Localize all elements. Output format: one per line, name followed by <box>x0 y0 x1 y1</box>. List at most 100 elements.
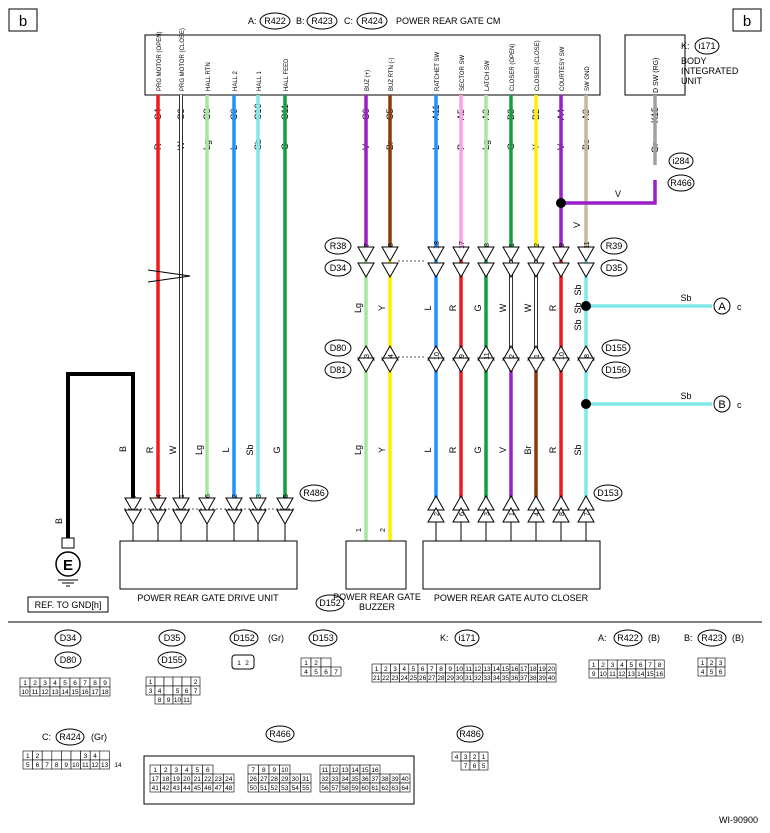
face-i171-num: 16 <box>511 666 519 673</box>
face-d35-num: 2 <box>194 679 198 686</box>
label-sb-2: Sb <box>573 319 583 330</box>
face-r422-num: 4 <box>620 662 624 669</box>
cm-pin-label-6: BUZ (+) <box>365 70 371 91</box>
face-r486-label: R486 <box>459 729 481 739</box>
face-r466-b-num: 27 <box>260 776 268 783</box>
conn-d34-pin-7 <box>552 262 570 279</box>
conn-r38-pin-5 <box>502 246 520 263</box>
face-d34-num: 3 <box>43 680 47 687</box>
conn-r486-pin-1 <box>149 497 167 514</box>
face-r424-cell <box>51 750 62 761</box>
face-i171-num: 9 <box>448 666 452 673</box>
conn-label-d155: D155 <box>605 343 627 353</box>
face-d34-num: 9 <box>103 680 107 687</box>
face-r423-num: 5 <box>710 669 714 676</box>
header-conn-r424: R424 <box>361 16 383 26</box>
face-d34-label: D34 <box>60 633 77 643</box>
splice-courtesy <box>556 198 566 208</box>
conn-r486-pin-6 <box>276 497 294 514</box>
face-r466-a-num: 48 <box>225 785 233 792</box>
face-r466-a-num: 5 <box>195 767 199 774</box>
header: A: R422 B: R423 C: R424 POWER REAR GATE … <box>248 12 500 30</box>
svg-text:K:: K: <box>681 41 690 51</box>
biu-pin-label: D SW (RG) <box>653 58 660 93</box>
face-d34-num: 14 <box>61 689 69 696</box>
face-i171-num: 18 <box>529 666 537 673</box>
mid-code-4: G <box>473 304 483 311</box>
conn-d81-pin-3 <box>452 357 470 374</box>
face-r466-b-num: 31 <box>302 776 310 783</box>
face-i171-num: 34 <box>493 675 501 682</box>
face-i171-num: 17 <box>520 666 528 673</box>
face-d34-num: 11 <box>32 689 39 696</box>
face-i171-num: 4 <box>402 666 406 673</box>
mid-code-3: R <box>448 304 458 311</box>
face-r466-a-num: 4 <box>185 767 189 774</box>
face-r466-a-cell <box>223 782 235 793</box>
low-code-5: V <box>498 447 508 453</box>
face-r466-b-num: 55 <box>302 785 310 792</box>
face-i171-num: 12 <box>474 666 482 673</box>
face-i171-num: 29 <box>447 675 455 682</box>
face-d34-num: 6 <box>73 680 77 687</box>
conn-d34-pin-5 <box>502 262 520 279</box>
conn-r38-pin-4-num: 8 <box>484 243 491 247</box>
face-r466-a-num: 44 <box>183 785 191 792</box>
face-d35-cell <box>163 676 174 687</box>
face-d153-cell <box>330 666 342 677</box>
face-r466-c-num: 16 <box>371 767 379 774</box>
wires <box>66 95 712 541</box>
face-i171-num: 7 <box>430 666 434 673</box>
conn-d153-pin-0-num: 2 <box>434 512 441 516</box>
conn-d81-pin-1-num: 4 <box>388 354 395 358</box>
conn-d34-pin-0 <box>357 262 375 279</box>
conn-label-r38: R38 <box>330 241 347 251</box>
cm-pin-label-0: PRG MOTOR (OPEN) <box>157 31 163 91</box>
face-d153-num: 6 <box>324 669 328 676</box>
cm-pin-label-4: HALL 1 <box>257 71 263 91</box>
cm-pin-label-14: SW GND <box>585 66 591 91</box>
face-r486-num: 2 <box>473 754 477 761</box>
low-code-3: R <box>448 446 458 453</box>
ground-wire-code-2: B <box>54 518 64 524</box>
cm-pin-label-8: RATCHET SW <box>435 52 441 91</box>
mid-code-5: W <box>498 303 508 312</box>
header-c-label: C: <box>344 16 353 26</box>
left-low-code-1: W <box>168 445 178 454</box>
face-r424-14: 14 <box>114 762 122 769</box>
face-d35-cell <box>190 685 201 696</box>
face-d35-num: 3 <box>149 688 153 695</box>
face-r486-num: 1 <box>482 754 486 761</box>
face-d152-color: (Gr) <box>268 633 284 643</box>
ref-lc-A: c <box>737 302 742 312</box>
conn-d34-pin-8 <box>577 262 595 279</box>
face-r466-a-num: 45 <box>194 785 202 792</box>
face-i171-num: 21 <box>373 675 381 682</box>
splice-b <box>581 399 591 409</box>
face-r424-num: 4 <box>93 753 97 760</box>
cm-pin-label-5: HALL FEED <box>284 58 290 91</box>
face-i171-num: 26 <box>419 675 427 682</box>
face-d34-num: 16 <box>81 689 89 696</box>
face-r466-b-num: 9 <box>272 767 276 774</box>
face-i171-num: 25 <box>410 675 418 682</box>
cm-pin-label-3: HALL 2 <box>233 71 239 91</box>
face-d35-label-oval <box>158 629 186 647</box>
face-i171-num: 15 <box>502 666 510 673</box>
face-r424-label-oval <box>55 728 85 746</box>
face-r422-num: 13 <box>628 671 636 678</box>
conn-r486b-pin-0 <box>124 509 142 526</box>
conn-d81-pin-6-num: 1 <box>534 354 541 358</box>
face-r466-b-num: 28 <box>271 776 279 783</box>
face-r424-label: R424 <box>59 732 81 742</box>
ref-circle-B <box>713 395 731 413</box>
face-d35-label: D35 <box>164 633 181 643</box>
face-i171-num: 11 <box>465 666 472 673</box>
conn-r466: R466 <box>670 178 692 188</box>
conn-d34-pin-2 <box>427 262 445 279</box>
ground-wire-code-1: B <box>118 446 128 452</box>
biu-name: BODY INTEGRATED UNIT <box>681 56 739 86</box>
biu-conn-i171: i171 <box>698 41 715 51</box>
conn-d153-pin-3-num: 1 <box>509 512 516 516</box>
